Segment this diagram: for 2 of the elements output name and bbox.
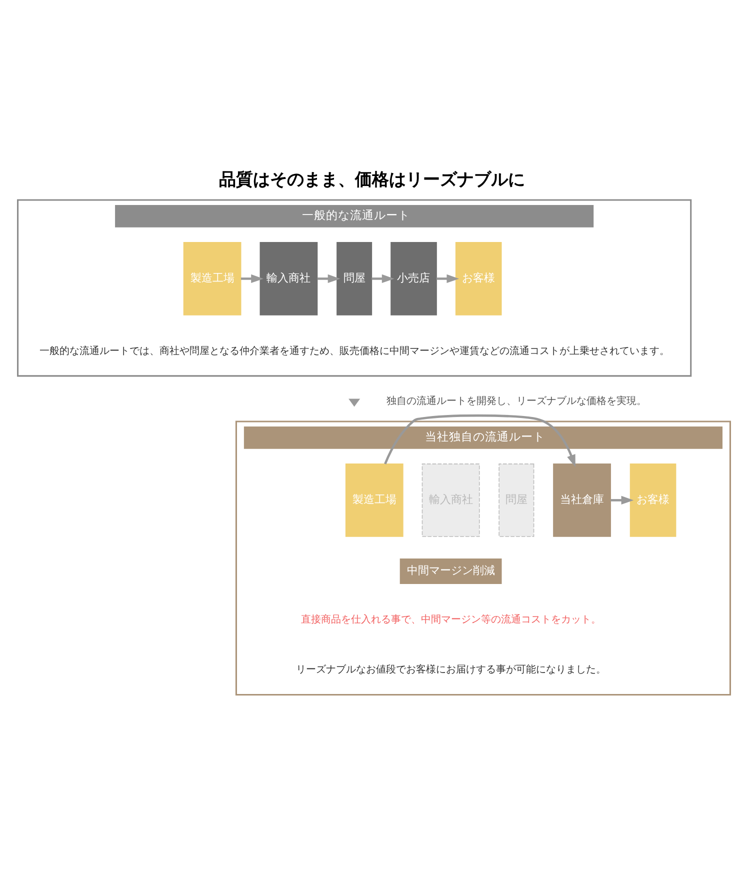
label: 独自の流通ルートを開発し、リーズナブルな価格を実現。 xyxy=(386,396,646,408)
diagram-title: 品質はそのまま、価格はリーズナブルに xyxy=(219,170,526,190)
